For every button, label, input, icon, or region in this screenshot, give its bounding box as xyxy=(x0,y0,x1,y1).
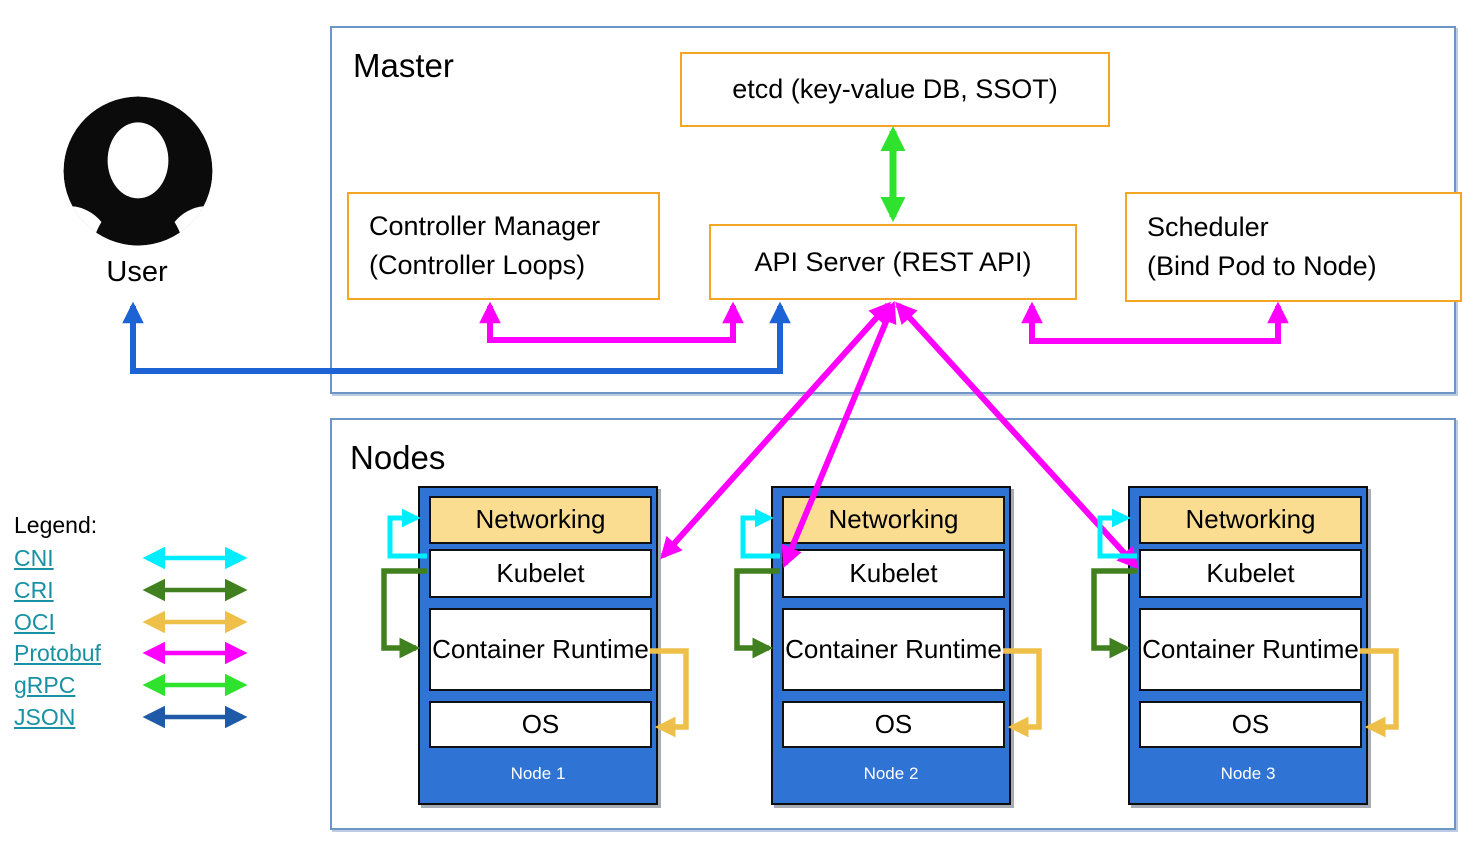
os-label: OS xyxy=(874,708,913,739)
person-icon xyxy=(63,96,213,246)
nodes-section: Nodes Networking Kubelet Container Runti… xyxy=(330,418,1456,830)
controller-manager-box: Controller Manager (Controller Loops) xyxy=(347,192,660,300)
master-title: Master xyxy=(353,47,454,84)
networking-box: Networking xyxy=(429,496,652,544)
kubelet-box: Kubelet xyxy=(782,549,1005,598)
networking-label: Networking xyxy=(828,504,959,535)
nodes-title: Nodes xyxy=(350,439,446,476)
os-box: OS xyxy=(429,701,652,748)
api-server-label: API Server (REST API) xyxy=(754,246,1032,277)
node-card-1: Networking Kubelet Container Runtime OS … xyxy=(418,486,658,805)
networking-box: Networking xyxy=(1139,496,1362,544)
container-runtime-label: Container Runtime xyxy=(785,633,1002,664)
node-name-label: Node 1 xyxy=(510,764,566,783)
legend-link-json[interactable]: JSON xyxy=(14,704,76,730)
master-section: Master etcd (key-value DB, SSOT) Control… xyxy=(330,26,1462,394)
user-label: User xyxy=(106,256,168,288)
os-label: OS xyxy=(1231,708,1270,739)
os-box: OS xyxy=(782,701,1005,748)
etcd-box: etcd (key-value DB, SSOT) xyxy=(680,52,1110,127)
controller-manager-label-line1: Controller Manager xyxy=(369,210,601,241)
legend-link-oci[interactable]: OCI xyxy=(14,609,55,635)
networking-box: Networking xyxy=(782,496,1005,544)
container-runtime-label: Container Runtime xyxy=(1142,633,1359,664)
container-runtime-label: Container Runtime xyxy=(432,633,649,664)
legend-link-grpc[interactable]: gRPC xyxy=(14,672,76,698)
user-avatar-icon xyxy=(62,95,214,247)
node-name-label: Node 2 xyxy=(863,764,919,783)
etcd-label: etcd (key-value DB, SSOT) xyxy=(732,74,1058,104)
container-runtime-box: Container Runtime xyxy=(429,608,652,691)
networking-label: Networking xyxy=(475,504,606,535)
kubelet-label: Kubelet xyxy=(1206,557,1295,588)
legend-link-cri[interactable]: CRI xyxy=(14,577,54,603)
scheduler-box: Scheduler (Bind Pod to Node) xyxy=(1125,192,1462,302)
kubelet-label: Kubelet xyxy=(496,557,585,588)
scheduler-label-line1: Scheduler xyxy=(1147,211,1269,242)
node-card-2: Networking Kubelet Container Runtime OS … xyxy=(771,486,1011,805)
os-box: OS xyxy=(1139,701,1362,748)
scheduler-label-line2: (Bind Pod to Node) xyxy=(1147,251,1377,281)
kubelet-box: Kubelet xyxy=(429,549,652,598)
node-card-3: Networking Kubelet Container Runtime OS … xyxy=(1128,486,1368,805)
os-label: OS xyxy=(521,708,560,739)
container-runtime-box: Container Runtime xyxy=(782,608,1005,691)
legend-link-cni[interactable]: CNI xyxy=(14,545,54,571)
legend-title: Legend: xyxy=(14,512,98,538)
api-server-box: API Server (REST API) xyxy=(709,224,1077,300)
networking-label: Networking xyxy=(1185,504,1316,535)
node-name-label: Node 3 xyxy=(1220,764,1276,783)
container-runtime-box: Container Runtime xyxy=(1139,608,1362,691)
controller-manager-label-line2: (Controller Loops) xyxy=(369,250,586,280)
kubelet-label: Kubelet xyxy=(849,557,938,588)
kubelet-box: Kubelet xyxy=(1139,549,1362,598)
legend-link-protobuf[interactable]: Protobuf xyxy=(14,640,101,666)
